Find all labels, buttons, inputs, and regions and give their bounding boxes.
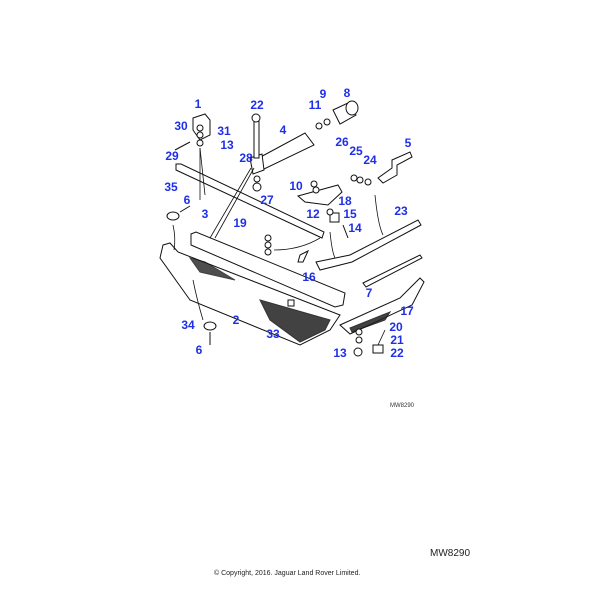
callout-labels: 1 30 31 13 29 22 4 28 27 11 9 8 26 25 24… <box>164 86 414 360</box>
callout-7: 7 <box>366 286 373 300</box>
callout-22b: 22 <box>390 346 404 360</box>
callout-26: 26 <box>335 135 349 149</box>
bumper-support-bar <box>175 163 325 239</box>
side-bracket <box>377 151 413 184</box>
callout-13b: 13 <box>333 346 347 360</box>
callout-22: 22 <box>250 98 264 112</box>
callout-35: 35 <box>164 180 178 194</box>
callout-11: 11 <box>309 98 322 112</box>
callout-3: 3 <box>202 207 209 221</box>
corner-strap <box>362 254 423 288</box>
callout-13: 13 <box>220 138 234 152</box>
callout-16: 16 <box>302 270 316 284</box>
callout-17: 17 <box>400 304 414 318</box>
mounting-bracket <box>174 113 211 151</box>
front-bumper-blade <box>159 242 341 346</box>
bumper-armature <box>190 231 346 308</box>
callout-28: 28 <box>239 151 253 165</box>
callout-10: 10 <box>289 179 303 193</box>
corner-bumper-blade <box>339 277 425 335</box>
leader-lines <box>172 147 386 346</box>
callout-20: 20 <box>389 320 403 334</box>
diagram-reference: MW8290 <box>430 548 471 559</box>
callout-21: 21 <box>390 333 404 347</box>
callout-19: 19 <box>233 216 247 230</box>
callout-15: 15 <box>343 207 357 221</box>
callout-9: 9 <box>320 87 327 101</box>
callout-2: 2 <box>233 313 240 327</box>
callout-27: 27 <box>260 193 274 207</box>
callout-14: 14 <box>348 221 362 235</box>
copyright-notice: © Copyright, 2016. Jaguar Land Rover Lim… <box>214 570 361 577</box>
corner-armature <box>315 219 422 271</box>
center-bracket <box>296 184 343 206</box>
callout-6: 6 <box>184 193 191 207</box>
callout-30: 30 <box>174 119 188 133</box>
callout-1: 1 <box>195 97 202 111</box>
callout-25: 25 <box>349 144 363 158</box>
callout-24: 24 <box>363 153 377 167</box>
callout-5: 5 <box>405 136 412 150</box>
callout-29: 29 <box>165 149 179 163</box>
diagram-reference-small: MW8290 <box>390 403 415 409</box>
callout-31: 31 <box>217 124 231 138</box>
callout-33: 33 <box>266 327 280 341</box>
callout-12: 12 <box>306 207 320 221</box>
callout-6b: 6 <box>196 343 203 357</box>
callout-34: 34 <box>181 318 195 332</box>
callout-4: 4 <box>280 123 287 137</box>
callout-18: 18 <box>338 194 352 208</box>
callout-23: 23 <box>394 204 408 218</box>
energy-absorber <box>249 100 359 192</box>
callout-8: 8 <box>344 86 351 100</box>
